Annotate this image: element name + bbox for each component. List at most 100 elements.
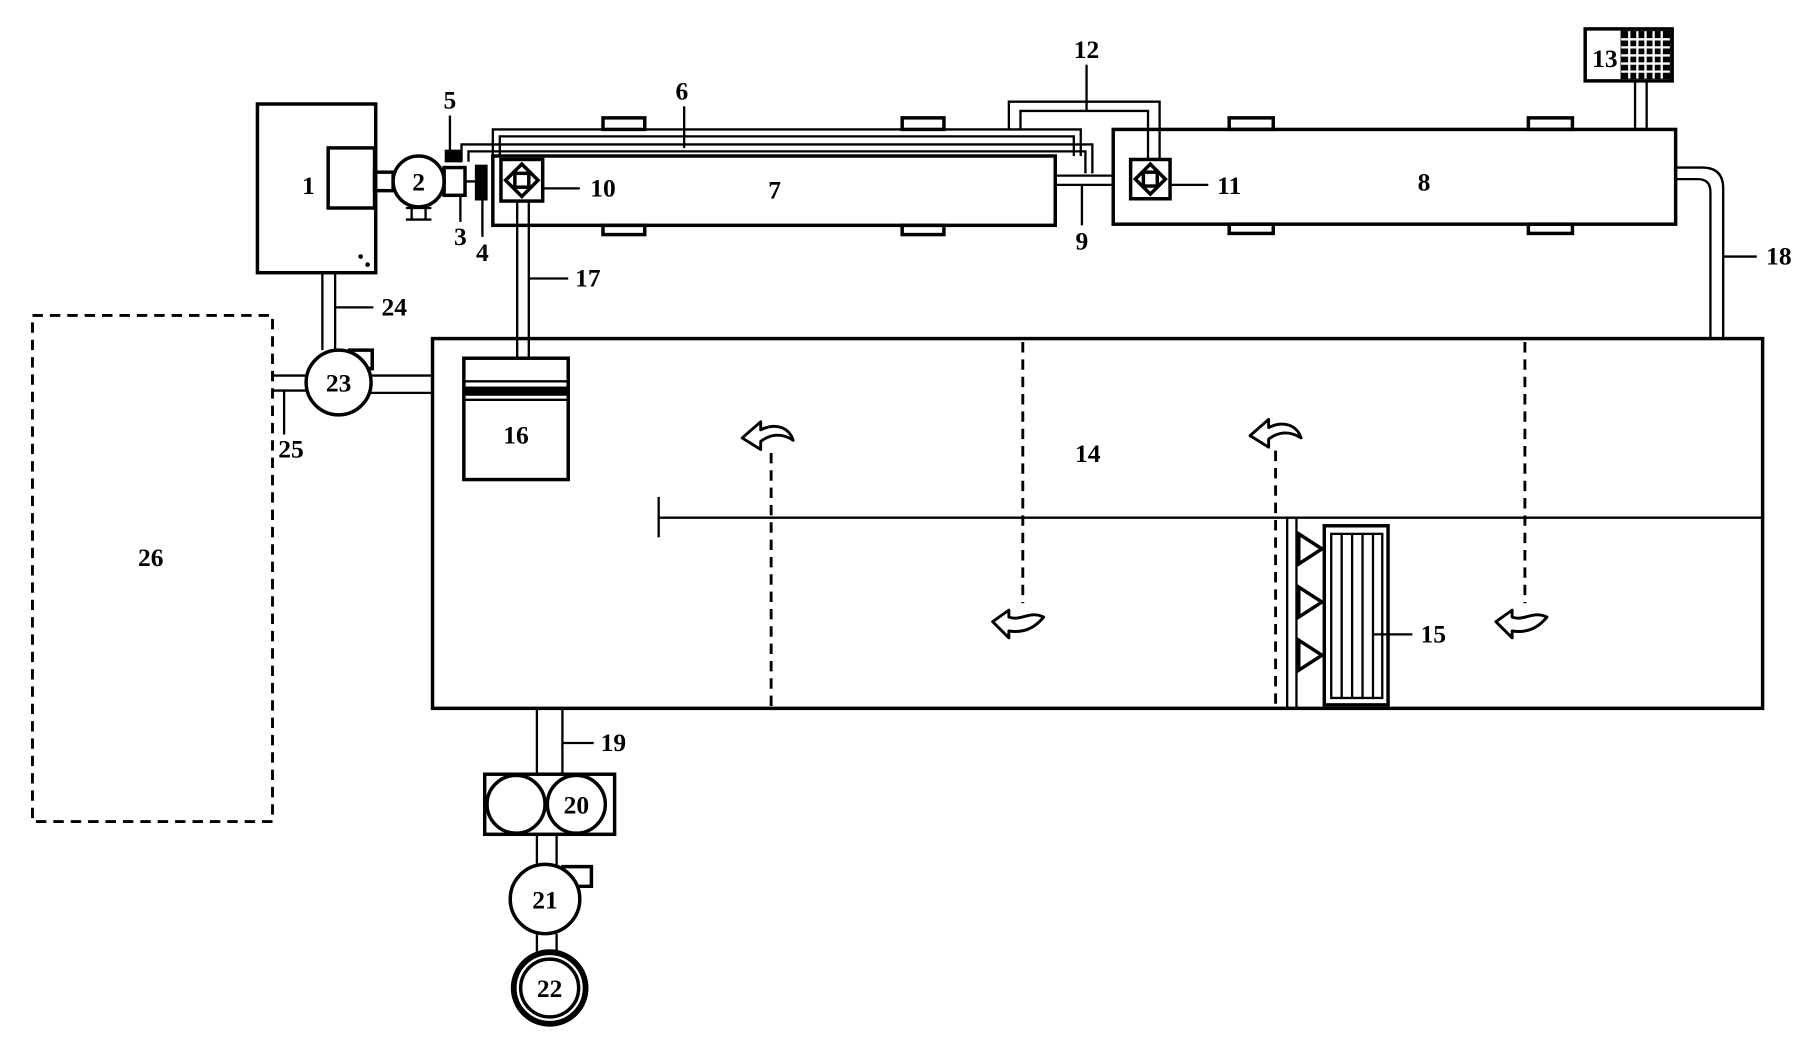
label-18: 18 [1766,242,1791,271]
label-11: 11 [1217,171,1241,200]
component-7-chamber: 7 [491,116,1057,237]
label-12: 12 [1074,35,1099,64]
chamber-7 [491,154,1057,228]
component-3-4-5-fittings: 5 3 4 [442,86,489,267]
component-15-heater: 15 [1286,517,1446,709]
unit-1-housing [255,102,378,275]
label-14: 14 [1075,439,1101,468]
fan-11-hub [1141,170,1160,188]
pipe-6-inner [460,143,1094,174]
duct-18-outer [1675,166,1725,338]
label-24: 24 [382,293,408,322]
component-25-pipe: 25 [272,374,308,464]
filter-20-box [482,772,617,837]
component-16-unit: 16 [462,356,570,482]
fitting-5 [444,149,463,163]
fitting-4 [474,164,488,201]
label-7: 7 [768,176,781,205]
component-21-fan: 21 [508,862,594,936]
pipe-6-outer [491,128,1082,156]
unit-16-box [462,356,570,482]
panel-13-grid-lines [1621,31,1670,79]
chamber-8-support [1526,222,1575,236]
label-3: 3 [454,222,467,251]
airflow-arrow-icon [1248,418,1303,449]
component-20-filter: 20 [482,772,617,837]
airflow-arrow-icon [991,608,1046,640]
label-1: 1 [302,171,315,200]
component-23-blower: 23 [304,348,374,417]
unit-1-dot [365,262,370,267]
chamber-7-support [601,116,647,132]
component-14-main-chamber: 14 [430,336,1765,711]
label-20: 20 [564,791,589,820]
airflow-arrow-icon [740,420,795,451]
heater-15-fin [1297,583,1326,621]
component-2-pump: 2 [391,154,446,221]
label-13: 13 [1592,44,1617,73]
label-21: 21 [532,885,557,914]
main-chamber-14 [430,336,1765,711]
component-19-pipe: 19 [535,708,626,775]
unit-1-inner-block [326,146,377,210]
component-10-fan: 10 [499,157,616,203]
chamber-7-support [900,116,946,132]
component-18-duct: 18 [1675,166,1792,338]
component-26-enclosure: 26 [31,314,274,824]
unit-1-dot [358,254,363,259]
component-24-pipe: 24 [321,272,408,351]
label-8: 8 [1418,168,1431,197]
airflow-arrow-icon [1494,608,1549,640]
label-25: 25 [278,435,303,464]
heater-15-coil [1330,532,1384,700]
component-9-connector: 9 [1055,174,1114,256]
label-4: 4 [476,238,489,267]
component-12-bypass: 12 [1007,35,1161,159]
label-10: 10 [590,173,615,202]
fan-11-diamond [1132,161,1168,197]
component-6-pipes: 6 [460,76,1094,174]
component-13-panel: 13 [1583,27,1674,130]
component-11-fan: 11 [1128,157,1241,201]
component-8-chamber: 8 [1111,116,1678,236]
label-17: 17 [575,264,601,293]
fitting-3 [442,165,467,198]
pipe-6-inner [467,150,1087,174]
fan-10-hub [513,171,531,189]
panel-13-box [1583,27,1674,83]
label-9: 9 [1076,227,1089,256]
component-1-unit: 1 [255,102,378,275]
heater-15-fin [1297,530,1326,568]
label-26: 26 [138,543,163,572]
label-2: 2 [412,168,425,197]
component-17-pipe: 17 [516,201,601,359]
fan-10-diamond [503,161,541,199]
filter-20-element [485,773,547,835]
label-16: 16 [503,421,528,450]
chamber-7-support [601,223,647,237]
chamber-8-support [1227,116,1275,132]
pipe-6-outer [498,135,1075,156]
heater-15-coil-box [1322,524,1390,707]
label-5: 5 [444,86,457,115]
chamber-7-support [900,223,946,237]
label-6: 6 [675,76,688,105]
blower-23-body [304,348,373,417]
fan-21-body [508,862,582,936]
chamber-8-support [1526,116,1575,132]
dashed-enclosure-26 [31,314,274,824]
motor-22-inner [518,957,581,1019]
filter-20-element [545,773,608,835]
unit-16-band [463,386,569,396]
bypass-12-inner [1019,109,1150,159]
label-23: 23 [326,369,351,398]
duct-18-inner [1675,177,1712,338]
chamber-8 [1111,127,1678,226]
component-22-motor: 22 [510,949,589,1027]
chamber-8-support [1227,222,1275,236]
label-22: 22 [537,974,562,1003]
heater-15-fin [1297,636,1326,674]
motor-22-outer [510,949,589,1027]
label-15: 15 [1421,620,1446,649]
